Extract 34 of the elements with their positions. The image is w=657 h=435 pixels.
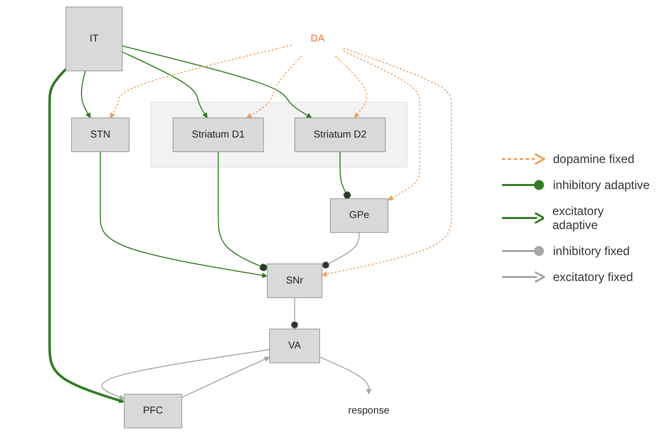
node-box: [330, 198, 388, 233]
legend-text: inhibitory adaptive: [553, 178, 650, 192]
arrow: [342, 50, 420, 200]
legend-text: dopamine fixed: [553, 152, 634, 166]
node-text: response: [348, 405, 390, 416]
connector: [322, 232, 360, 269]
connector: [218, 151, 268, 272]
flowchart-drawing: IT DA STN Striatum D1 Striatum D2 GPe SNr VA PFC response: [0, 2, 501, 433]
node-box: [172, 118, 264, 152]
arrow: [80, 70, 91, 118]
node-text: DA: [310, 33, 325, 44]
arrow: [101, 349, 270, 400]
node-box: [269, 328, 320, 364]
arrow: [319, 356, 372, 394]
arrow: [122, 51, 208, 118]
legend-text: excitatory fixed: [553, 270, 634, 284]
arrow: [181, 356, 270, 398]
legend-text: inhibitory fixed: [553, 244, 630, 258]
node-box: [71, 118, 130, 152]
arrow: [122, 45, 312, 118]
connector: [340, 151, 351, 200]
node-box: [124, 394, 182, 428]
arrow: [100, 151, 268, 278]
arrow: [48, 68, 124, 404]
legend-text: excitatory adaptive: [552, 204, 605, 232]
arrow: [322, 48, 452, 277]
arrow: [246, 55, 302, 118]
arrow: [334, 55, 368, 118]
node-box: [294, 118, 386, 152]
node-box: [266, 264, 322, 298]
cluster: [150, 102, 408, 168]
node-box: [66, 6, 123, 72]
connector: [290, 297, 298, 330]
arrow: [110, 44, 292, 118]
